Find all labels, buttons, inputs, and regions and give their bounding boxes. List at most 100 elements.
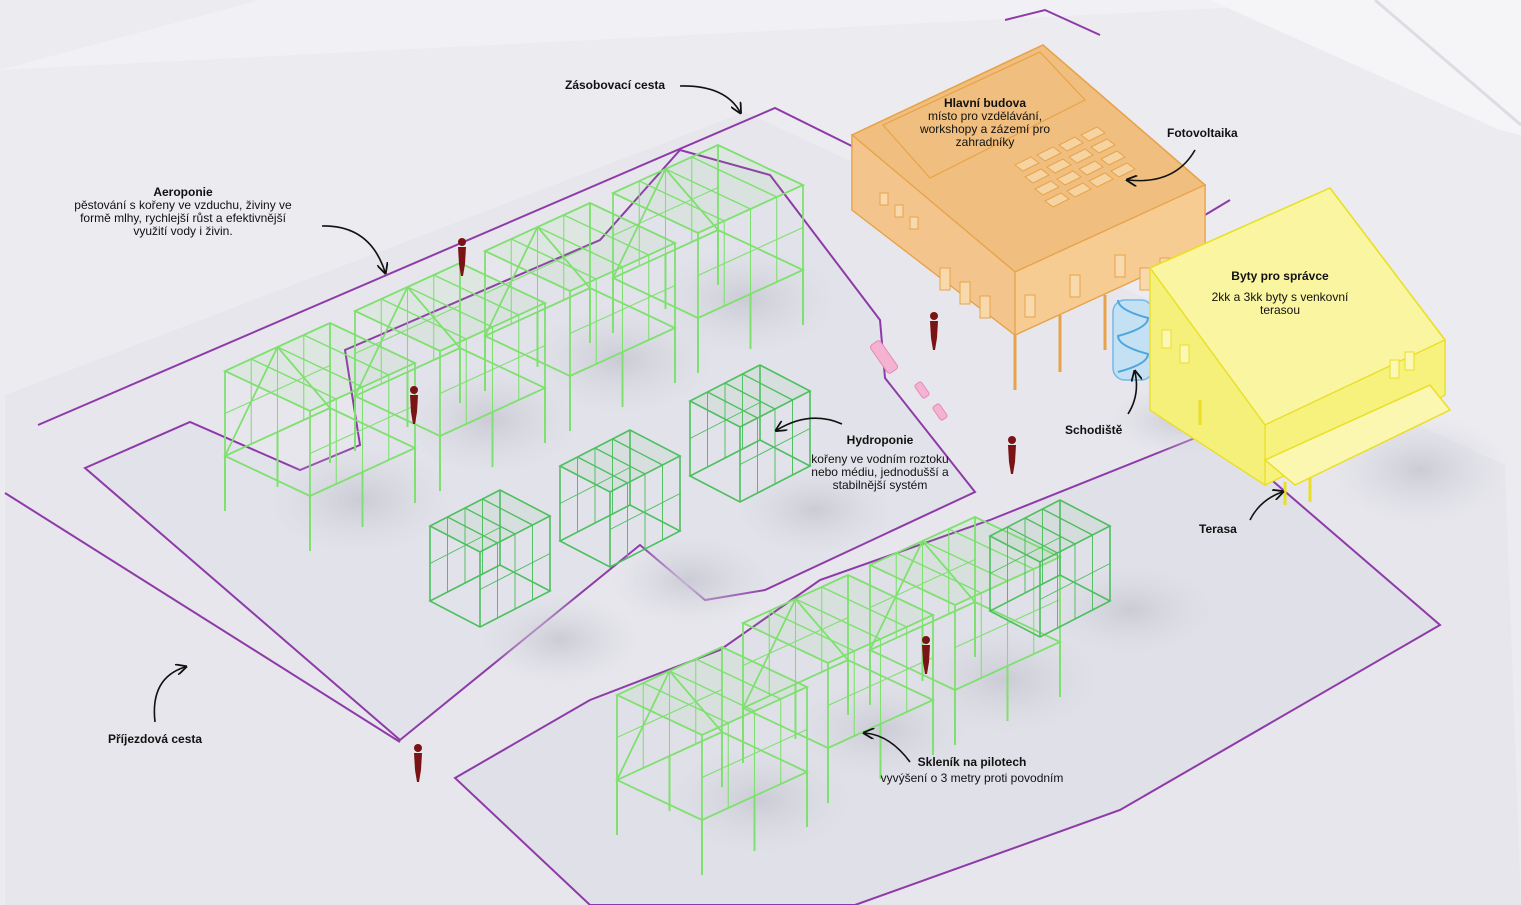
aeroponic-greenhouse <box>740 574 936 803</box>
wall-rail <box>697 227 804 276</box>
wall-rail <box>869 559 976 608</box>
person <box>922 636 930 674</box>
bench <box>914 381 930 399</box>
brace <box>276 346 331 409</box>
roof-rafter <box>563 214 650 256</box>
roof-rafter <box>948 528 1035 570</box>
person-body <box>930 321 938 350</box>
window <box>979 295 991 319</box>
brace <box>612 168 667 279</box>
roof-rafter <box>433 274 520 316</box>
wall-rail <box>224 365 331 414</box>
wall-rail <box>742 617 849 666</box>
window <box>879 192 889 206</box>
wall-rail <box>701 729 808 778</box>
label-desc: pěstování s kořeny ve vzduchu, živiny ve <box>74 198 292 212</box>
brace <box>484 226 539 337</box>
roof-rafter <box>1024 517 1076 545</box>
person-body <box>410 395 418 424</box>
arrow-hydroponie <box>777 417 843 430</box>
roof-rafter <box>537 226 623 268</box>
roof-rafter <box>691 156 778 198</box>
pv-panel <box>1046 158 1072 174</box>
annotation-arrows <box>153 85 1282 763</box>
pv-panel <box>1014 156 1040 172</box>
person <box>458 238 466 276</box>
person-body <box>1008 445 1016 474</box>
hydroponic-greenhouse <box>428 489 552 628</box>
label-title: Hlavní budova <box>943 96 1026 110</box>
aeroponic-greenhouse <box>482 202 678 431</box>
label-desc: využití vody i živin. <box>133 224 233 238</box>
arrow-schodiste <box>1127 372 1136 415</box>
person-head <box>930 312 938 320</box>
aeroponic-greenhouse <box>222 322 418 551</box>
aeroponic-greenhouse <box>352 262 548 491</box>
piloti <box>354 348 546 491</box>
window <box>1389 359 1400 379</box>
aeroponic-greenhouse <box>610 144 806 373</box>
wall-rail <box>429 527 501 564</box>
spiral-staircase <box>1112 299 1154 381</box>
piloti <box>612 230 804 373</box>
label-terasa: Terasa <box>1199 522 1237 536</box>
label-fotovoltaika: Fotovoltaika <box>1167 126 1238 140</box>
wall-rail <box>479 553 551 590</box>
brace <box>794 598 849 661</box>
slope-edge <box>1374 0 1521 127</box>
pv-panel <box>1056 170 1082 186</box>
window <box>1069 274 1081 298</box>
wall-rail <box>739 428 811 465</box>
greenhouse-frame <box>610 144 806 319</box>
terrace-deck <box>1263 384 1452 486</box>
photovoltaic-panels <box>1014 126 1136 208</box>
pv-panel <box>1036 146 1062 162</box>
pv-panel <box>1066 182 1092 198</box>
upper-plateau <box>0 0 1521 130</box>
roof-rafter <box>407 286 493 328</box>
greenhouses <box>222 144 1112 875</box>
arrow-sklenik <box>865 733 911 763</box>
hydroponic-frame <box>688 364 812 503</box>
roof-rafter <box>795 598 881 640</box>
apartment-windows <box>1161 329 1415 379</box>
building-edge <box>1204 199 1231 216</box>
bench <box>870 340 898 374</box>
person-body <box>414 753 422 782</box>
hydroponic-frame <box>988 499 1112 638</box>
bench <box>932 403 948 421</box>
label-title: Terasa <box>1199 522 1237 536</box>
label-sklenik-na-pilotech: Skleník na pilotech vyvýšení o 3 metry p… <box>872 755 1072 785</box>
roof-rafter <box>380 298 467 340</box>
brace <box>668 670 723 733</box>
roof-rafter <box>821 586 908 628</box>
arrow-zasobovaci <box>679 85 740 112</box>
window <box>959 281 971 305</box>
brace <box>406 286 461 349</box>
piloti <box>484 288 676 431</box>
roof-rafter <box>768 610 855 652</box>
person-head <box>1008 436 1016 444</box>
label-desc: 2kk a 3kk byty s venkovní <box>1211 290 1349 304</box>
wall-rail <box>484 245 591 294</box>
roof-rafter <box>669 670 755 712</box>
wall-rail <box>609 493 681 530</box>
shadow <box>265 445 455 555</box>
wall-rail <box>827 657 934 706</box>
roof-rafter <box>277 346 363 388</box>
label-desc: terasou <box>1259 303 1301 317</box>
greenhouse-frame <box>222 322 418 497</box>
brace <box>664 168 719 231</box>
wall-rail <box>354 305 461 354</box>
pv-panel <box>1090 138 1116 154</box>
pv-panel <box>1044 192 1070 208</box>
wall-rail <box>1039 563 1111 600</box>
roof-rafter <box>742 373 793 401</box>
roof-rafter <box>707 391 758 419</box>
label-title: Byty pro správce <box>1231 269 1329 283</box>
pv-panel <box>1034 180 1060 196</box>
person <box>1008 436 1016 474</box>
hydroponic-greenhouse <box>558 429 682 568</box>
brace <box>354 286 409 397</box>
arrow-aeroponie <box>321 225 385 272</box>
